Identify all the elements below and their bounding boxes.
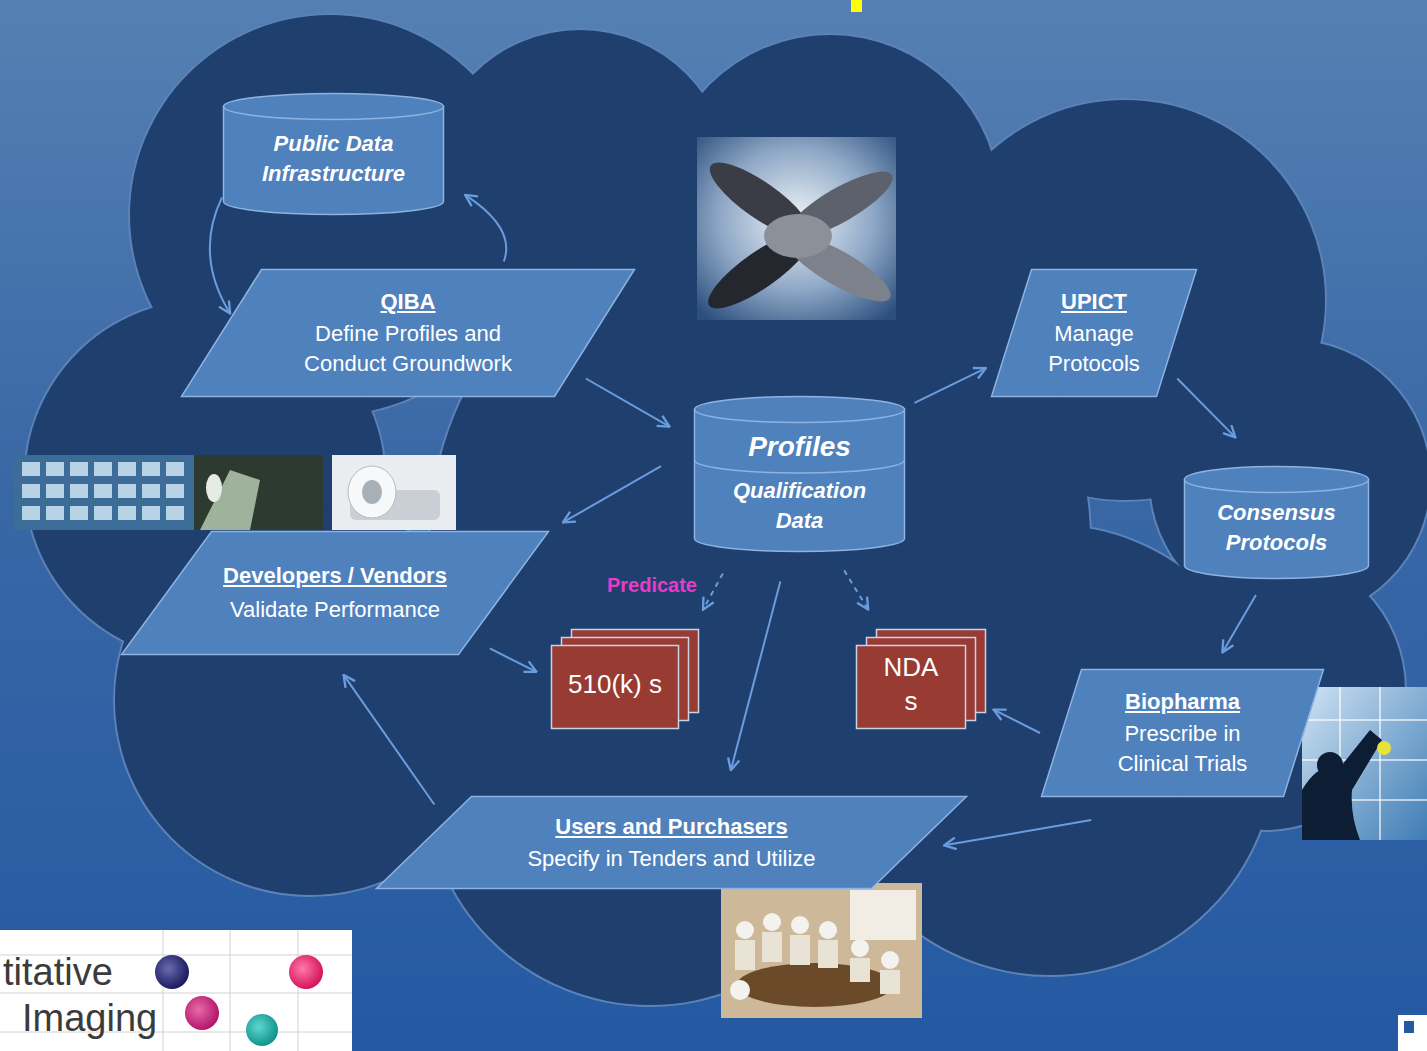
node-shape — [375, 795, 968, 890]
connector-arrow — [994, 710, 1040, 733]
box-text: Qualification Data — [717, 476, 882, 535]
box-heading: QIBA — [278, 287, 538, 317]
process-box: UPICTManage Protocols — [990, 268, 1198, 398]
lab-photo — [1302, 687, 1427, 840]
connector-arrow — [731, 581, 781, 770]
box-text: NDA s — [875, 651, 947, 719]
title-mark — [851, 0, 862, 12]
document-stack: 510(k) s — [550, 628, 700, 730]
imaging-photos — [14, 455, 456, 530]
connector-arrow — [563, 466, 661, 522]
corner-mark — [1398, 1015, 1427, 1051]
corner-mark — [1404, 1021, 1414, 1033]
parallelogram-outline — [1042, 670, 1324, 797]
connector-arrow — [844, 570, 868, 609]
connector-arrow — [490, 648, 537, 671]
parallelogram-outline — [377, 797, 967, 889]
box-heading: UPICT — [1034, 287, 1154, 317]
parallelogram-outline — [182, 270, 635, 397]
node-shape — [120, 530, 550, 656]
connector-arrow — [703, 574, 723, 610]
cylinder-body — [695, 410, 905, 552]
edge-label: Predicate — [607, 574, 697, 597]
box-text: Prescribe in Clinical Trials — [1100, 719, 1265, 778]
connector-arrow — [915, 368, 986, 403]
document-sheet — [552, 646, 679, 729]
parallelogram-outline — [122, 532, 549, 655]
data-store: ProfilesQualification Data — [693, 395, 906, 553]
cylinder-top — [224, 94, 444, 120]
meeting-photo — [721, 883, 922, 1018]
box-text: Consensus Protocols — [1202, 498, 1352, 557]
connector-arrow — [1177, 379, 1235, 438]
box-heading: Biopharma — [1093, 687, 1273, 717]
cylinder-top — [695, 397, 905, 423]
connector-arrow — [344, 675, 435, 805]
process-box: Users and PurchasersSpecify in Tenders a… — [375, 795, 968, 890]
process-box: QIBADefine Profiles and Conduct Groundwo… — [180, 268, 636, 398]
logo-text: titative — [3, 952, 113, 994]
connector-arrow — [1222, 595, 1256, 652]
data-store: Public Data Infrastructure — [222, 92, 445, 216]
connector-arrow — [465, 195, 506, 262]
connector-arrow — [944, 820, 1091, 845]
document-sheet — [857, 646, 966, 729]
box-text: Specify in Tenders and Utilize — [482, 844, 862, 874]
process-box: BiopharmaPrescribe in Clinical Trials — [1040, 668, 1325, 798]
logo-text: Imaging — [22, 998, 157, 1040]
data-store: Consensus Protocols — [1183, 465, 1370, 580]
process-box: Developers / VendorsValidate Performance — [120, 530, 550, 656]
connector-arrow — [210, 197, 230, 313]
box-text: Profiles — [705, 428, 895, 466]
cylinder-top — [1185, 467, 1369, 493]
hands-photo — [697, 137, 900, 320]
document-stack: NDA s — [855, 628, 987, 730]
box-text: 510(k) s — [568, 668, 663, 702]
box-heading: Users and Purchasers — [482, 812, 862, 842]
parallelogram-outline — [992, 270, 1197, 397]
connector-arrow — [586, 379, 670, 427]
box-heading: Developers / Vendors — [215, 561, 455, 591]
cloud-fill — [25, 15, 1427, 1005]
box-text: Define Profiles and Conduct Groundwork — [283, 319, 533, 378]
cloud-outline — [25, 15, 1427, 1005]
box-text: Validate Performance — [215, 595, 455, 625]
logo — [0, 930, 352, 1051]
cylinder-body — [224, 107, 444, 215]
box-text: Public Data Infrastructure — [234, 129, 434, 188]
box-text: Manage Protocols — [1034, 319, 1154, 378]
cylinder-body — [1185, 480, 1369, 579]
